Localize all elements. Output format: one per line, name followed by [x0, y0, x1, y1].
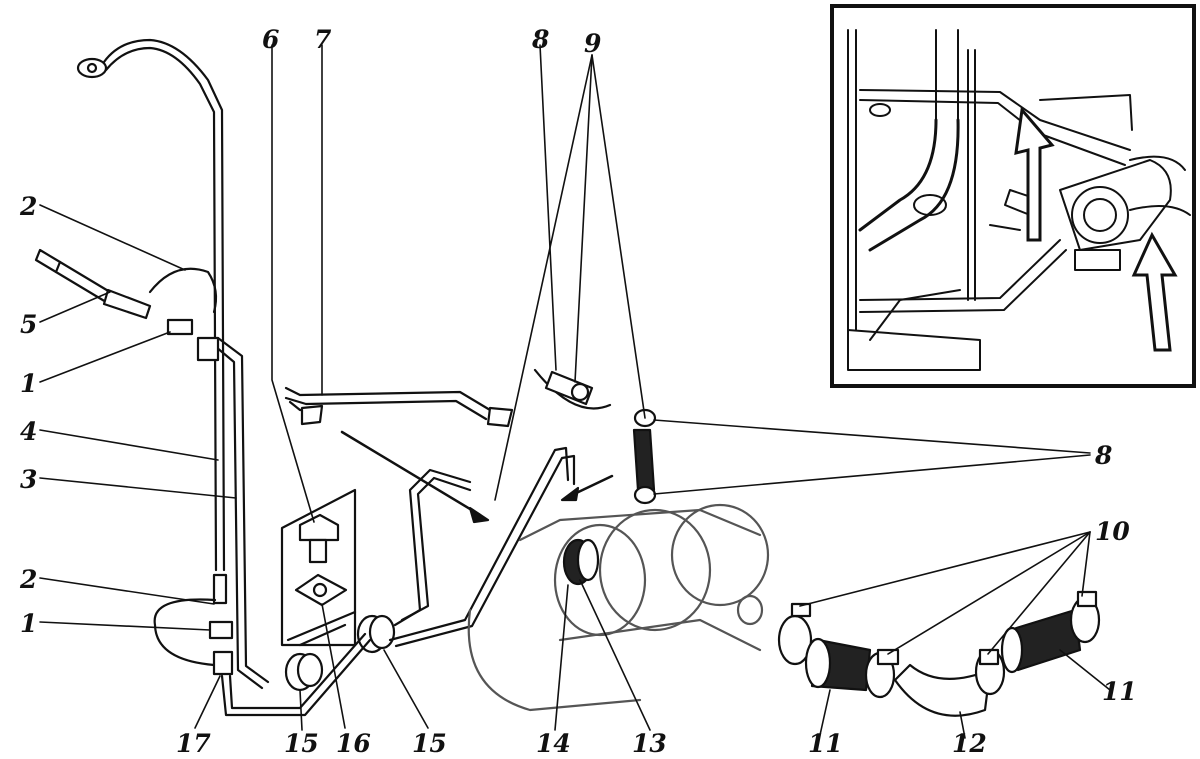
- hose-5: [34, 248, 152, 320]
- pipe-3: [196, 336, 270, 690]
- clamp-10-a: [777, 602, 813, 666]
- pipe-7: [284, 386, 514, 428]
- callout-7: 7: [314, 25, 332, 54]
- main-illustration: [34, 38, 1111, 739]
- clamp-10-b: [864, 648, 900, 699]
- clamp-15-right: [356, 614, 396, 654]
- ring-2-lower: [153, 598, 217, 667]
- callout-5: 5: [20, 310, 37, 339]
- callout-11-right: 11: [1102, 677, 1137, 706]
- pipe-4: [76, 38, 228, 605]
- callout-16: 16: [336, 729, 371, 758]
- inset-engine-illustration: [847, 29, 1191, 371]
- callout-17: 17: [176, 729, 211, 758]
- clamp-13-14: [562, 538, 600, 586]
- inset-arrow-2: [1131, 231, 1178, 352]
- callout-8-right: 8: [1094, 441, 1112, 470]
- callout-13: 13: [632, 729, 667, 758]
- ring-2-upper: [148, 267, 218, 314]
- bolt-6-group: [280, 488, 357, 647]
- clamp-10-d: [1069, 590, 1101, 644]
- fitting-1-upper: [166, 318, 194, 336]
- callout-2-upper: 2: [19, 192, 37, 221]
- callout-9: 9: [584, 29, 601, 58]
- fitting-17: [212, 632, 372, 717]
- fitting-1-lower: [208, 620, 234, 640]
- hose-11-right: [1000, 608, 1082, 674]
- callout-1-lower: 1: [20, 609, 37, 638]
- callout-3: 3: [20, 465, 37, 494]
- callout-11-left: 11: [808, 729, 843, 758]
- callout-labels: 2 5 1 4 3 2 1 6 7 8 9 8 10 11 11 12 13 1…: [19, 25, 1137, 758]
- callout-4: 4: [20, 417, 37, 446]
- callout-2-lower: 2: [19, 565, 37, 594]
- leader-lines: [39, 44, 1111, 739]
- hose-11-left: [804, 637, 872, 692]
- callout-1-upper: 1: [20, 369, 37, 398]
- callout-15-right: 15: [412, 729, 447, 758]
- callout-8-upper: 8: [531, 25, 549, 54]
- callout-6: 6: [262, 25, 279, 54]
- clamp-15-left: [284, 652, 324, 692]
- turbocharger-body: [467, 503, 770, 712]
- callout-12: 12: [952, 729, 987, 758]
- callout-15-left: 15: [284, 729, 319, 758]
- callout-14: 14: [536, 729, 571, 758]
- union-8-9-upper: [533, 368, 612, 410]
- callout-10: 10: [1095, 517, 1130, 546]
- clamp-10-c: [974, 648, 1006, 696]
- inset-panel: [830, 4, 1196, 388]
- union-8-right: [632, 408, 657, 505]
- inset-arrow-1: [1014, 106, 1055, 242]
